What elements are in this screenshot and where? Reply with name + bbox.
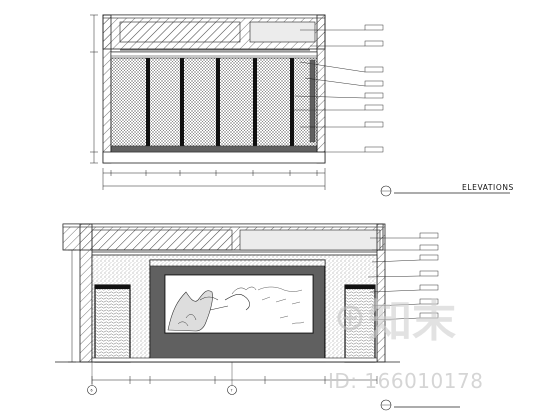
- landscape-art: [167, 286, 305, 332]
- watermark-id: ID: 166010178: [328, 369, 483, 393]
- axis-label-7: 7: [231, 389, 233, 393]
- top-material-tags: [364, 24, 384, 153]
- bottom-leaders: [367, 237, 421, 321]
- bottom-material-tags: [419, 232, 439, 319]
- axis-markers: 6 7: [87, 362, 237, 395]
- top-leaders: [290, 29, 366, 153]
- axis-label-6: 6: [91, 389, 93, 393]
- brand-logo: [337, 305, 363, 331]
- left-door: [94, 284, 131, 363]
- bottom-title-block: [380, 399, 460, 411]
- top-title-block: ELEVATIONS: [380, 183, 514, 197]
- watermark-brand: 知末: [368, 296, 456, 347]
- watermark: 知末 ID: 166010178: [328, 296, 483, 393]
- elevations-label: ELEVATIONS: [462, 183, 514, 192]
- vertical-mullions: [146, 58, 294, 150]
- top-elevation: [90, 14, 384, 190]
- bottom-elevation: 6 7: [55, 223, 439, 395]
- bottom-height-dimension: [68, 249, 76, 363]
- top-width-dimensions: [102, 168, 326, 190]
- wall-panel: [110, 51, 318, 153]
- top-height-dimensions: [90, 14, 98, 164]
